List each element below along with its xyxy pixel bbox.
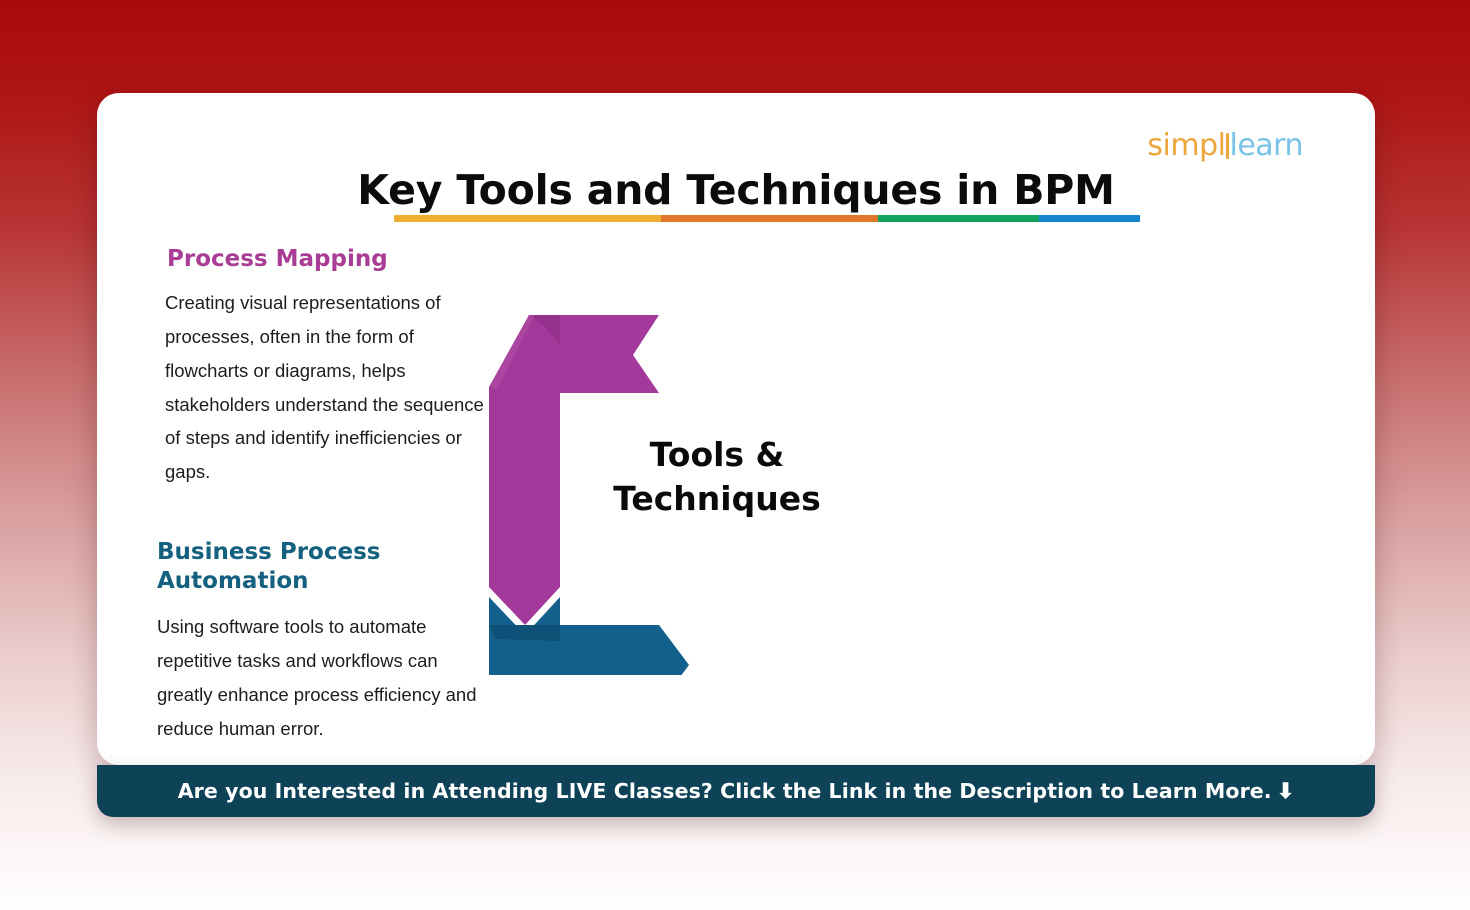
rule-segment-yellow	[394, 215, 661, 222]
graphic-label: Tools & Techniques	[602, 433, 832, 520]
logo-text-simpli: simpl	[1147, 128, 1226, 163]
rule-segment-orange	[660, 215, 878, 222]
logo-text-learn: learn	[1229, 128, 1304, 163]
page-title: Key Tools and Techniques in BPM	[357, 166, 1115, 214]
section-body-business-process-automation: Using software tools to automate repetit…	[157, 615, 477, 739]
graphic-label-line-2: Techniques	[613, 478, 821, 518]
content-column-left: Process Mapping Creating visual represen…	[157, 245, 497, 745]
rule-segment-blue	[1038, 215, 1140, 222]
magenta-ribbon-fold-shade	[529, 315, 560, 345]
magenta-ribbon-edge-shade	[489, 315, 535, 389]
cta-banner[interactable]: Are you Interested in Attending LIVE Cla…	[97, 765, 1375, 817]
magenta-ribbon-body	[489, 315, 560, 625]
down-arrow-icon: ⬇	[1276, 779, 1295, 803]
teal-ribbon-fold-shade	[489, 625, 560, 641]
section-heading-process-mapping: Process Mapping	[167, 246, 388, 272]
magenta-ribbon-flag	[529, 315, 659, 393]
section-process-mapping: Process Mapping Creating visual represen…	[157, 245, 497, 489]
logo-divider-bar	[1225, 133, 1229, 159]
section-heading-business-process-automation: Business Process Automation	[157, 539, 381, 594]
cta-banner-text: Are you Interested in Attending LIVE Cla…	[177, 779, 1272, 803]
section-body-process-mapping: Creating visual representations of proce…	[165, 291, 484, 483]
tools-techniques-graphic	[489, 305, 699, 675]
graphic-label-line-1: Tools &	[649, 435, 785, 474]
title-underline-rule	[394, 215, 1140, 222]
rule-segment-green	[877, 215, 1039, 222]
section-business-process-automation: Business Process Automation Using softwa…	[157, 538, 497, 745]
